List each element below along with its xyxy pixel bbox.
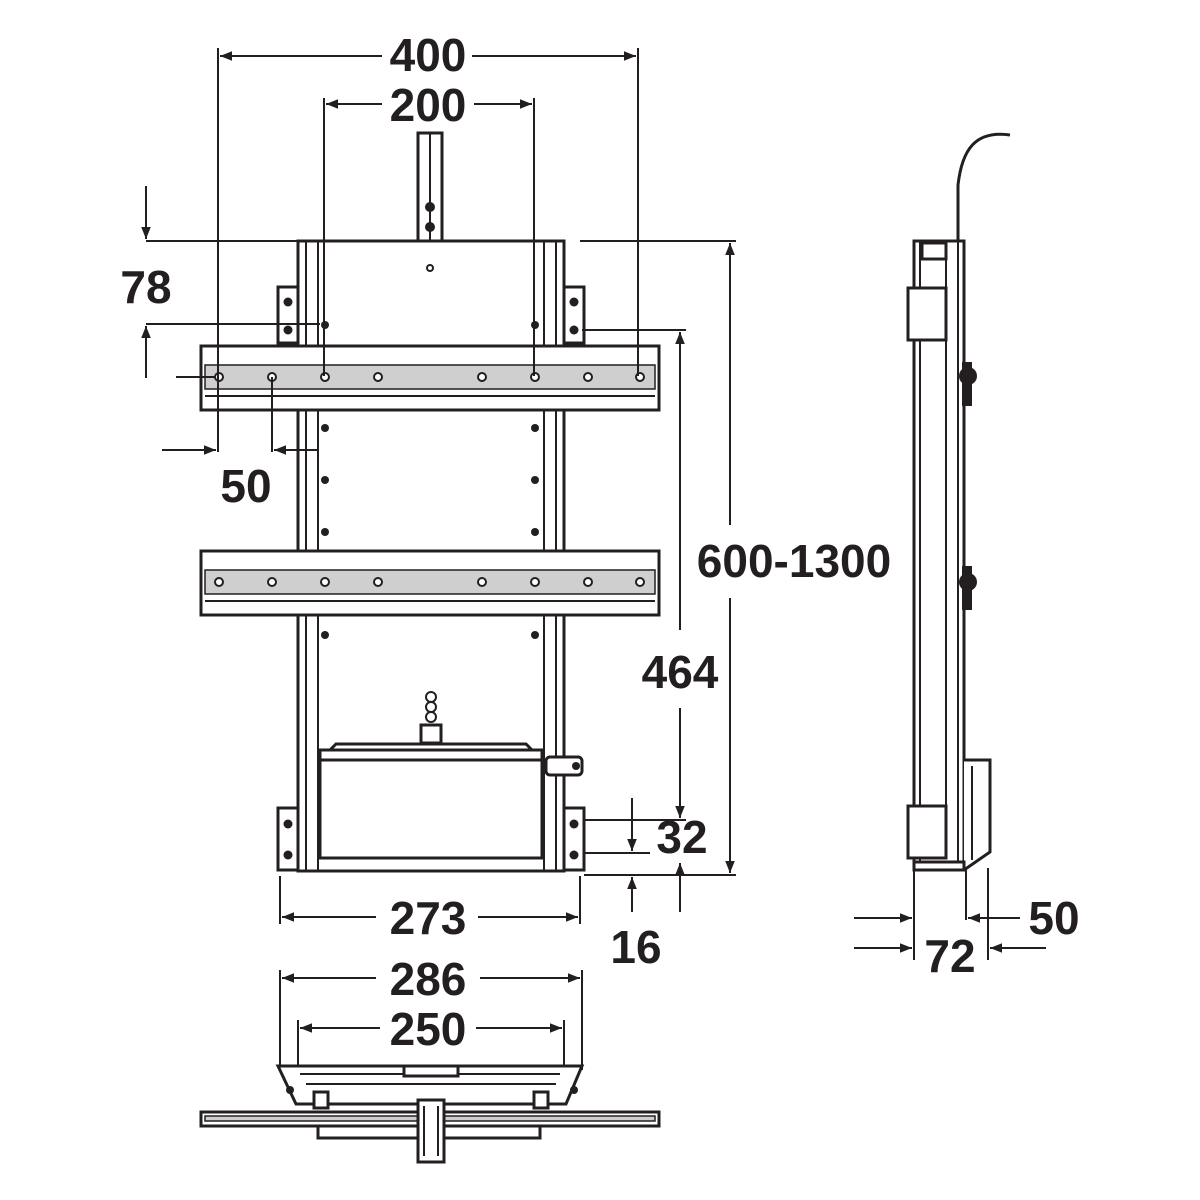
dim-250: 250 (297, 1003, 565, 1075)
dim-286-label: 286 (390, 953, 467, 1005)
dim-273-label: 273 (390, 892, 467, 944)
lower-rail (199, 549, 661, 617)
dim-16-label: 16 (610, 921, 661, 973)
dim-50-pitch-label: 50 (220, 460, 271, 512)
dim-600-1300-label: 600-1300 (697, 535, 891, 587)
side-view-body (906, 239, 992, 872)
dim-273: 273 (279, 876, 581, 944)
dim-600-1300: 600-1300 (580, 240, 891, 876)
dim-72-label: 72 (924, 930, 975, 982)
dim-16: 16 (610, 863, 685, 973)
motor-housing (318, 691, 584, 860)
bottom-view: 286 250 (199, 953, 661, 1164)
dim-50-side: 50 (968, 868, 1080, 960)
side-view-cable (956, 132, 1011, 250)
dim-200: 200 (323, 79, 535, 376)
top-post (416, 131, 444, 243)
dim-78-label: 78 (120, 261, 171, 313)
dim-32: 32 (584, 798, 708, 863)
dim-50-pitch: 50 (162, 376, 318, 512)
dim-286: 286 (279, 953, 583, 1070)
upper-rail (199, 344, 661, 412)
dim-400: 400 (217, 29, 639, 452)
dim-72: 72 (854, 870, 976, 982)
dim-464: 464 (582, 329, 719, 818)
bottom-view-body (199, 1064, 661, 1164)
dim-250-label: 250 (390, 1003, 467, 1055)
side-view: 72 50 (854, 132, 1080, 982)
dim-200-label: 200 (390, 79, 467, 131)
dim-400-label: 400 (390, 29, 467, 81)
dim-50-side-label: 50 (1028, 892, 1079, 944)
front-view: 400 200 78 50 (120, 29, 891, 973)
dim-32-label: 32 (656, 811, 707, 863)
dim-464-label: 464 (642, 646, 719, 698)
wall-brackets (276, 285, 586, 872)
dim-78: 78 (120, 186, 320, 378)
